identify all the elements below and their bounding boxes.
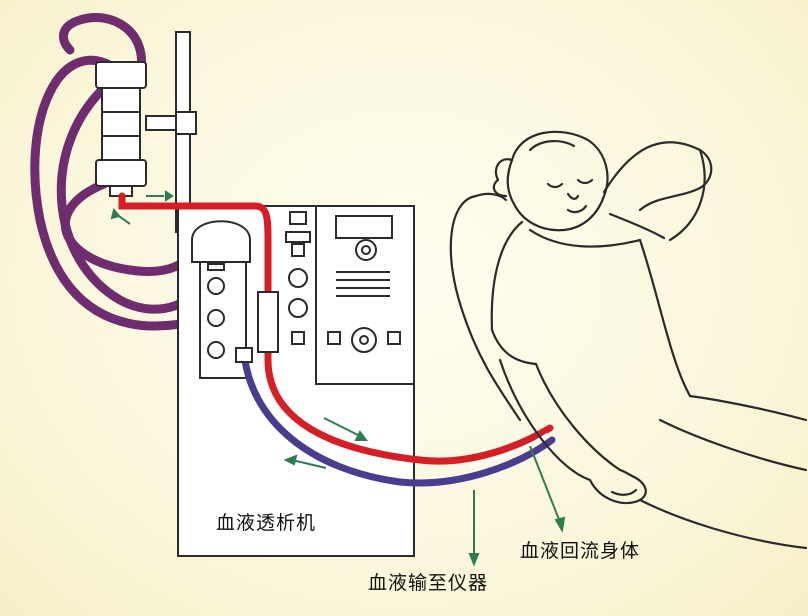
blue-tube [240, 348, 556, 487]
red-tube-connector [257, 291, 279, 353]
return-to-body-label: 血液回流身体 [520, 540, 641, 562]
dialysis-machine [177, 205, 415, 557]
flow-arrows [110, 190, 566, 567]
to-device-label: 血液输至仪器 [368, 572, 489, 594]
blue-tube-clamp [235, 347, 253, 363]
patient-figure [449, 130, 808, 550]
tube-highlight [469, 432, 549, 468]
red-tube [118, 192, 554, 465]
dialyzer-filter [95, 61, 197, 197]
machine-label: 血液透析机 [216, 512, 317, 534]
